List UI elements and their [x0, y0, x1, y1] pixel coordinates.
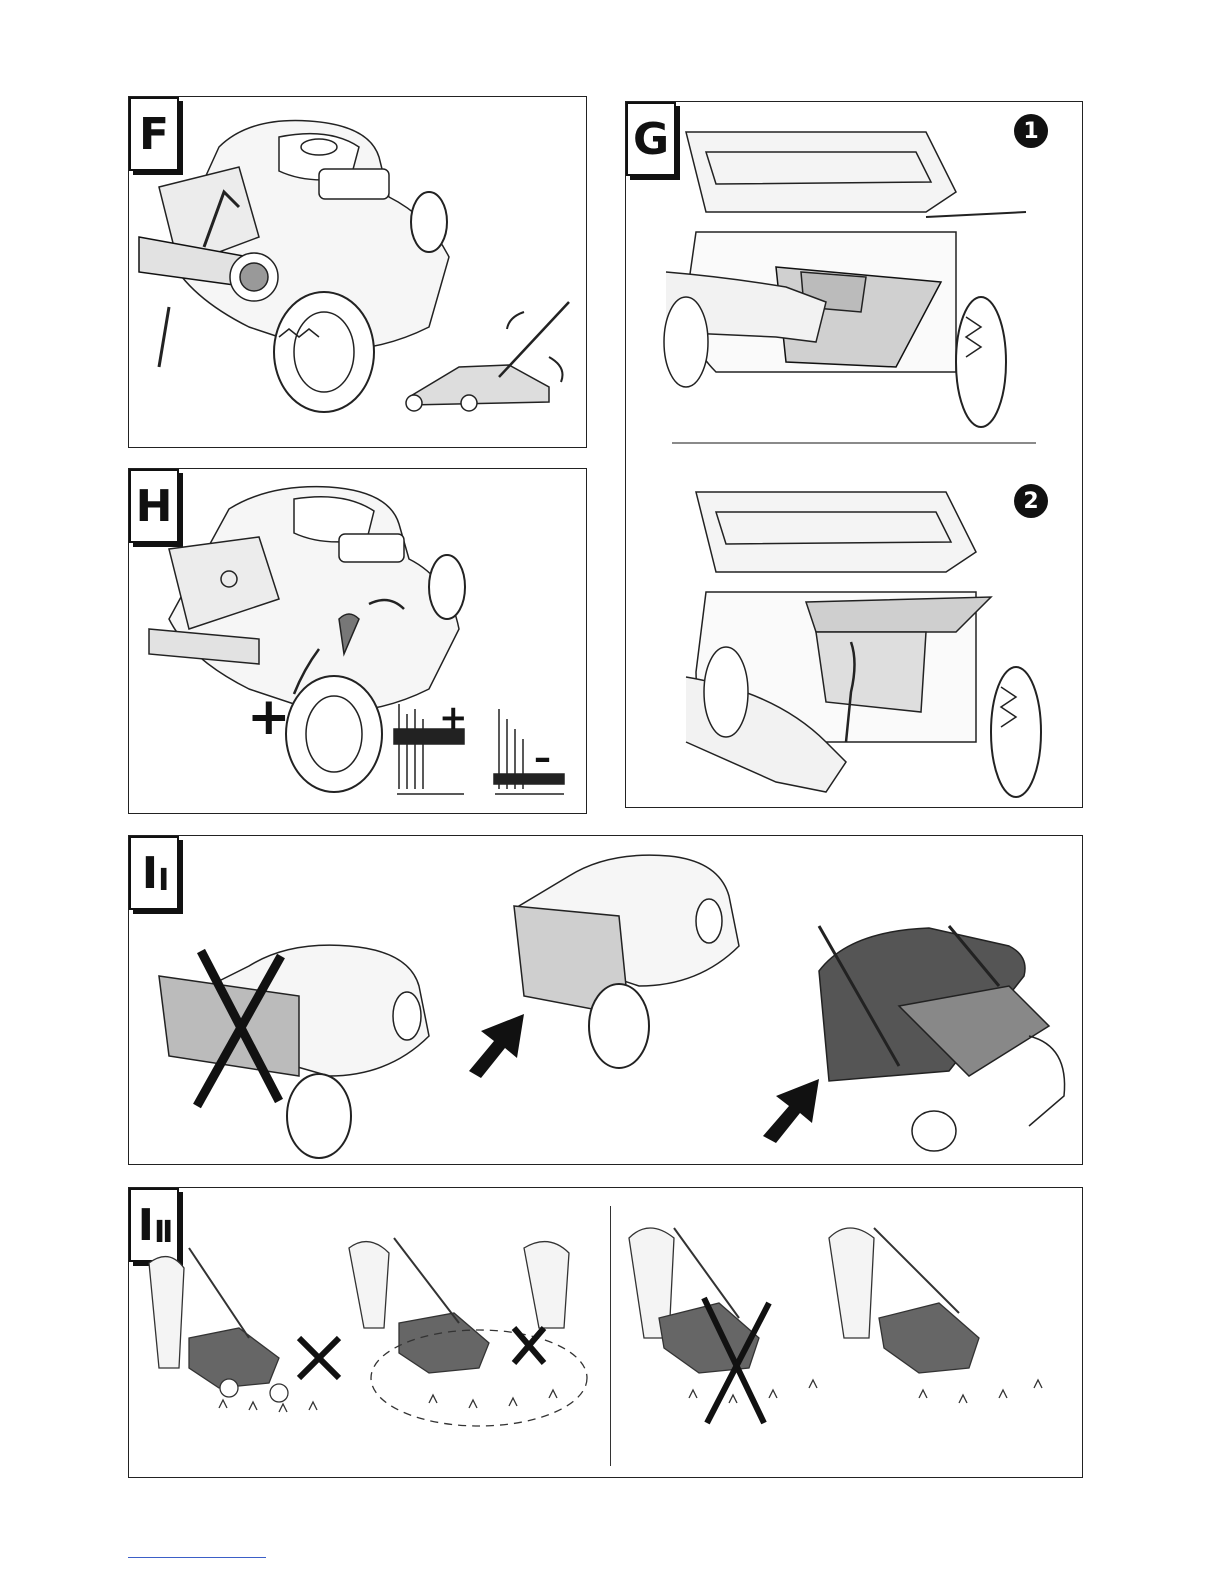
- illustration-mulching-plug: [626, 102, 1084, 809]
- illustration-cutting-height: + –: [129, 469, 588, 815]
- panel-g: G 1 2: [625, 101, 1083, 808]
- panel-f: F: [128, 96, 587, 448]
- grass-plus-symbol: +: [439, 698, 468, 738]
- illustration-height-lever: [129, 97, 588, 449]
- panel-h: H + – + –: [128, 468, 587, 814]
- arrow-grass-bag: [763, 1079, 819, 1143]
- footer-rule: [128, 1557, 266, 1558]
- illustration-mowing-technique: [129, 1188, 1084, 1479]
- illustration-grass-catcher-options: [129, 836, 1084, 1166]
- arrow-side-discharge: [469, 1014, 524, 1078]
- grass-minus-symbol: –: [534, 738, 551, 778]
